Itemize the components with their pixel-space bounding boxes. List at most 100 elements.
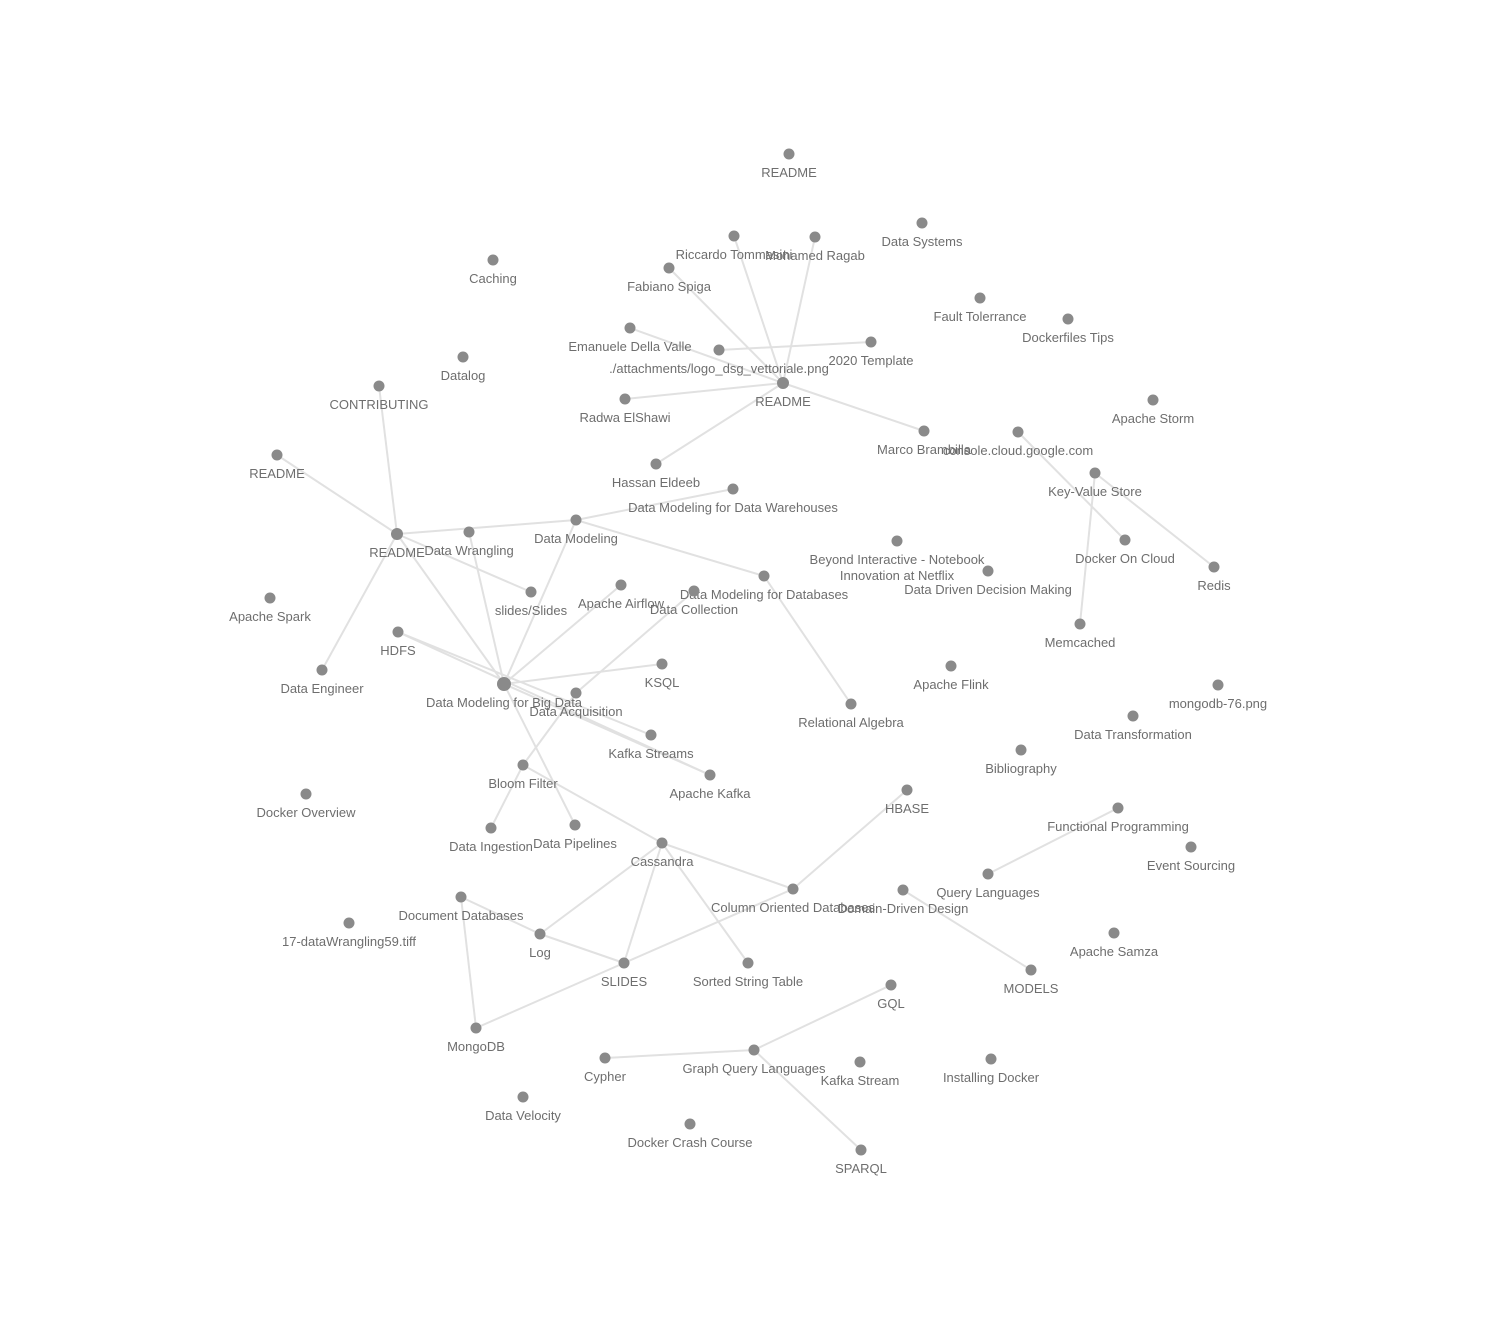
graph-node-bloom-filter[interactable]: Bloom Filter [488, 759, 558, 792]
node-dot[interactable] [517, 1091, 529, 1103]
graph-node-datalog[interactable]: Datalog [441, 351, 486, 384]
node-dot[interactable] [271, 449, 283, 461]
node-dot[interactable] [845, 698, 857, 710]
node-dot[interactable] [569, 819, 581, 831]
node-dot[interactable] [945, 660, 957, 672]
graph-node-apache-flink[interactable]: Apache Flink [913, 660, 989, 693]
node-dot[interactable] [656, 658, 668, 670]
node-dot[interactable] [615, 579, 627, 591]
graph-node-cypher[interactable]: Cypher [584, 1052, 627, 1085]
node-dot[interactable] [865, 336, 877, 348]
node-dot[interactable] [264, 592, 276, 604]
node-dot[interactable] [1208, 561, 1220, 573]
node-dot[interactable] [534, 928, 546, 940]
graph-node-docker-on-cloud[interactable]: Docker On Cloud [1075, 534, 1175, 567]
graph-node-data-systems[interactable]: Data Systems [882, 217, 963, 250]
graph-node-sorted-string-table[interactable]: Sorted String Table [693, 957, 803, 990]
graph-node-2020-template[interactable]: 2020 Template [828, 336, 914, 369]
graph-node-slides[interactable]: SLIDES [601, 957, 648, 990]
graph-node-data-transformation[interactable]: Data Transformation [1074, 710, 1192, 743]
node-dot[interactable] [897, 884, 909, 896]
node-dot[interactable] [1127, 710, 1139, 722]
graph-node-data-modeling[interactable]: Data Modeling [534, 514, 618, 547]
node-dot[interactable] [901, 784, 913, 796]
node-dot[interactable] [1089, 467, 1101, 479]
graph-node-hdfs[interactable]: HDFS [380, 626, 416, 659]
node-dot[interactable] [316, 664, 328, 676]
graph-node-docker-overview[interactable]: Docker Overview [257, 788, 357, 821]
graph-node-readme[interactable]: README [761, 148, 817, 181]
node-dot[interactable] [713, 344, 725, 356]
node-dot[interactable] [463, 526, 475, 538]
graph-node-fabiano-spiga[interactable]: Fabiano Spiga [627, 262, 712, 295]
node-dot[interactable] [916, 217, 928, 229]
node-dot[interactable] [1015, 744, 1027, 756]
node-dot[interactable] [1112, 802, 1124, 814]
graph-node-attachments-logo-dsg-vettoriale-png[interactable]: ./attachments/logo_dsg_vettoriale.png [609, 344, 829, 377]
graph-node-marco-brambilla[interactable]: Marco Brambilla [877, 425, 972, 458]
node-dot[interactable] [645, 729, 657, 741]
graph-node-mongodb[interactable]: MongoDB [447, 1022, 505, 1055]
graph-node-console-cloud-google-com[interactable]: console.cloud.google.com [943, 426, 1093, 459]
node-dot[interactable] [688, 585, 700, 597]
node-dot[interactable] [1108, 927, 1120, 939]
graph-node-apache-airflow[interactable]: Apache Airflow [578, 579, 665, 612]
node-dot[interactable] [777, 377, 789, 389]
graph-node-domain-driven-design[interactable]: Domain-Driven Design [838, 884, 969, 917]
node-dot[interactable] [1012, 426, 1024, 438]
node-dot[interactable] [684, 1118, 696, 1130]
node-dot[interactable] [457, 351, 469, 363]
graph-node-log[interactable]: Log [529, 928, 551, 961]
graph-node-data-driven-decision-making[interactable]: Data Driven Decision Making [904, 565, 1072, 598]
graph-node-ksql[interactable]: KSQL [645, 658, 680, 691]
graph-node-hassan-eldeeb[interactable]: Hassan Eldeeb [612, 458, 700, 491]
graph-node-data-pipelines[interactable]: Data Pipelines [533, 819, 617, 852]
graph-node-mongodb-76-png[interactable]: mongodb-76.png [1169, 679, 1267, 712]
graph-node-models[interactable]: MODELS [1004, 964, 1059, 997]
graph-node-installing-docker[interactable]: Installing Docker [943, 1053, 1040, 1086]
node-dot[interactable] [497, 677, 511, 691]
graph-node-readme[interactable]: README [369, 528, 425, 560]
node-dot[interactable] [1062, 313, 1074, 325]
node-dot[interactable] [470, 1022, 482, 1034]
node-dot[interactable] [854, 1056, 866, 1068]
node-dot[interactable] [392, 626, 404, 638]
node-dot[interactable] [727, 483, 739, 495]
node-dot[interactable] [758, 570, 770, 582]
graph-node-sparql[interactable]: SPARQL [835, 1144, 887, 1177]
node-dot[interactable] [985, 1053, 997, 1065]
graph-node-apache-spark[interactable]: Apache Spark [229, 592, 311, 625]
graph-node-contributing[interactable]: CONTRIBUTING [330, 380, 429, 413]
graph-node-docker-crash-course[interactable]: Docker Crash Course [628, 1118, 753, 1151]
graph-node-data-engineer[interactable]: Data Engineer [280, 664, 364, 697]
graph-node-functional-programming[interactable]: Functional Programming [1047, 802, 1189, 835]
node-dot[interactable] [855, 1144, 867, 1156]
graph-node-data-modeling-for-data-warehouses[interactable]: Data Modeling for Data Warehouses [628, 483, 838, 516]
node-dot[interactable] [525, 586, 537, 598]
node-dot[interactable] [918, 425, 930, 437]
node-dot[interactable] [618, 957, 630, 969]
node-dot[interactable] [1074, 618, 1086, 630]
graph-node-bibliography[interactable]: Bibliography [985, 744, 1057, 777]
node-dot[interactable] [570, 687, 582, 699]
node-dot[interactable] [891, 535, 903, 547]
graph-node-redis[interactable]: Redis [1197, 561, 1231, 594]
graph-node-riccardo-tommasini[interactable]: Riccardo Tommasini [676, 230, 793, 263]
node-dot[interactable] [1185, 841, 1197, 853]
node-dot[interactable] [704, 769, 716, 781]
graph-node-data-modeling-for-big-data[interactable]: Data Modeling for Big Data [426, 677, 583, 710]
graph-node-apache-samza[interactable]: Apache Samza [1070, 927, 1159, 960]
node-dot[interactable] [624, 322, 636, 334]
graph-node-key-value-store[interactable]: Key-Value Store [1048, 467, 1142, 500]
graph-node-mohamed-ragab[interactable]: Mohamed Ragab [765, 231, 865, 264]
graph-node-data-modeling-for-databases[interactable]: Data Modeling for Databases [680, 570, 849, 603]
graph-node-document-databases[interactable]: Document Databases [398, 891, 524, 924]
graph-node-relational-algebra[interactable]: Relational Algebra [798, 698, 905, 731]
node-dot[interactable] [485, 822, 497, 834]
node-dot[interactable] [656, 837, 668, 849]
node-dot[interactable] [1147, 394, 1159, 406]
graph-node-column-oriented-databases[interactable]: Column Oriented Databases [711, 883, 876, 916]
graph-node-hbase[interactable]: HBASE [885, 784, 929, 817]
graph-node-readme[interactable]: README [755, 377, 811, 409]
